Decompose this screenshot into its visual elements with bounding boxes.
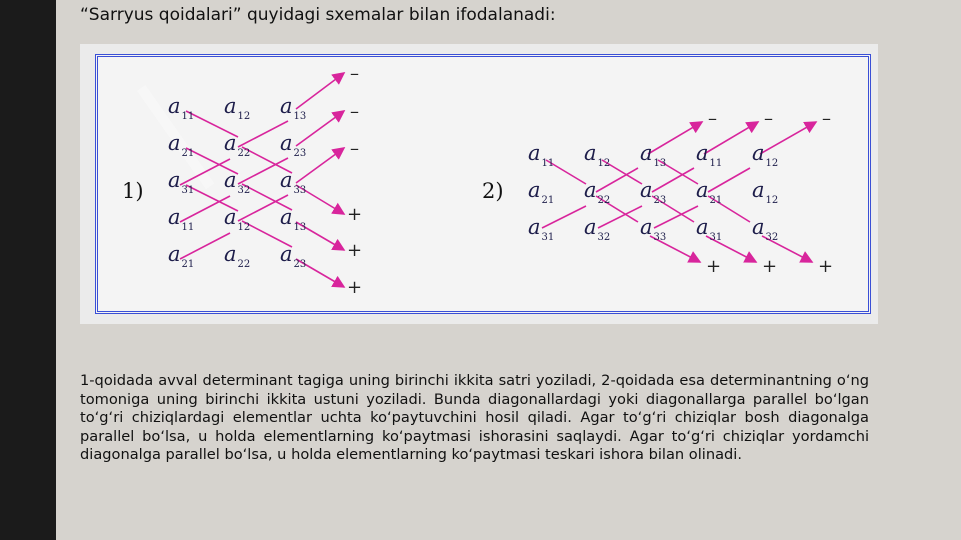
matrix-entry: a32 (584, 215, 610, 243)
explanation-text: 1-qoidada avval determinant tagiga uning… (80, 372, 869, 463)
explanation-paragraph: 1-qoidada avval determinant tagiga uning… (80, 372, 869, 465)
diagonal-line (707, 167, 751, 193)
diagonal-line (595, 167, 639, 193)
matrix-entry: a33 (640, 215, 666, 243)
scheme2-label: 2) (482, 179, 504, 203)
sign-mark: + (347, 204, 362, 225)
matrix-entry: a31 (528, 215, 554, 243)
diagonal-line (179, 232, 231, 260)
diagram-frame (95, 54, 871, 314)
diagonal-line (185, 110, 239, 138)
diagonal-line (545, 159, 587, 185)
diagonal-line (541, 205, 587, 229)
diagonal-line (237, 157, 289, 185)
sign-mark: – (708, 108, 717, 129)
scheme1-matrix: a11 a12 a13 a21 a22 a23 a31 a32 a33 a11 a12 a13 a21 a… (168, 63, 362, 298)
sign-mark: – (764, 108, 773, 129)
sign-mark: + (706, 256, 721, 277)
matrix-entry: a12 (584, 141, 610, 169)
diagonal-line (601, 159, 643, 185)
diagonal-line (295, 72, 346, 110)
sign-mark: – (350, 138, 359, 159)
diagonal-line (653, 205, 699, 229)
matrix-entry: a32 (752, 215, 778, 243)
matrix-entry: a11 (168, 205, 194, 233)
matrix-entry: a22 (224, 242, 250, 270)
matrix-entry: a13 (280, 94, 306, 122)
matrix-entry: a12 (224, 94, 250, 122)
diagonal-line (651, 195, 695, 223)
matrix-entry: a21 (168, 131, 194, 159)
sign-mark: + (818, 256, 833, 277)
diagonal-line (185, 184, 239, 212)
diagonal-line (651, 167, 695, 193)
sign-mark: + (347, 240, 362, 261)
sign-mark: – (822, 108, 831, 129)
matrix-entry: a11 (528, 141, 554, 169)
scheme1-label: 1) (122, 179, 144, 203)
scheme1-lines (179, 72, 346, 288)
diagonal-line (237, 120, 289, 148)
matrix-entry: a31 (696, 215, 722, 243)
diagonal-line (295, 258, 346, 288)
diagonal-line (597, 205, 643, 229)
diagonal-line (237, 194, 289, 222)
slide-heading: “Sarryus qoidalari” quyidagi sxemalar bi… (80, 5, 556, 25)
matrix-entry: a12 (752, 178, 778, 206)
diagonal-line (649, 235, 702, 263)
matrix-entry: a31 (168, 168, 194, 196)
diagonal-line (705, 235, 758, 263)
diagonal-line (179, 195, 231, 223)
diagonal-line (761, 235, 814, 263)
diagonal-line (295, 184, 346, 215)
sign-mark: + (762, 256, 777, 277)
diagonal-line (657, 159, 699, 185)
diagonal-line (295, 221, 346, 251)
scheme2-lines (541, 121, 818, 263)
matrix-entry: a21 (168, 242, 194, 270)
diagonal-line (295, 147, 346, 184)
matrix-entry: a12 (224, 205, 250, 233)
diagonal-line (185, 147, 239, 175)
diagonal-line (759, 121, 818, 155)
diagonal-line (595, 195, 639, 223)
sign-mark: – (350, 101, 359, 122)
matrix-entry: a33 (280, 168, 306, 196)
diagonal-line (707, 195, 751, 223)
matrix-entry: a11 (168, 94, 194, 122)
diagonal-line (241, 146, 293, 174)
matrix-entry: a22 (224, 131, 250, 159)
matrix-entry: a23 (280, 131, 306, 159)
diagonal-line (703, 121, 760, 155)
matrix-entry: a32 (224, 168, 250, 196)
matrix-entry: a21 (528, 178, 554, 206)
left-dark-bar (0, 0, 56, 540)
matrix-entry: a23 (280, 242, 306, 270)
diagonal-line (647, 121, 704, 155)
sign-mark: – (350, 63, 359, 84)
diagonal-line (179, 158, 231, 186)
matrix-entry: a13 (280, 205, 306, 233)
diagonal-line (295, 110, 346, 147)
sign-mark: + (347, 277, 362, 298)
diagonal-line (241, 183, 293, 211)
diagonal-line (241, 220, 293, 248)
